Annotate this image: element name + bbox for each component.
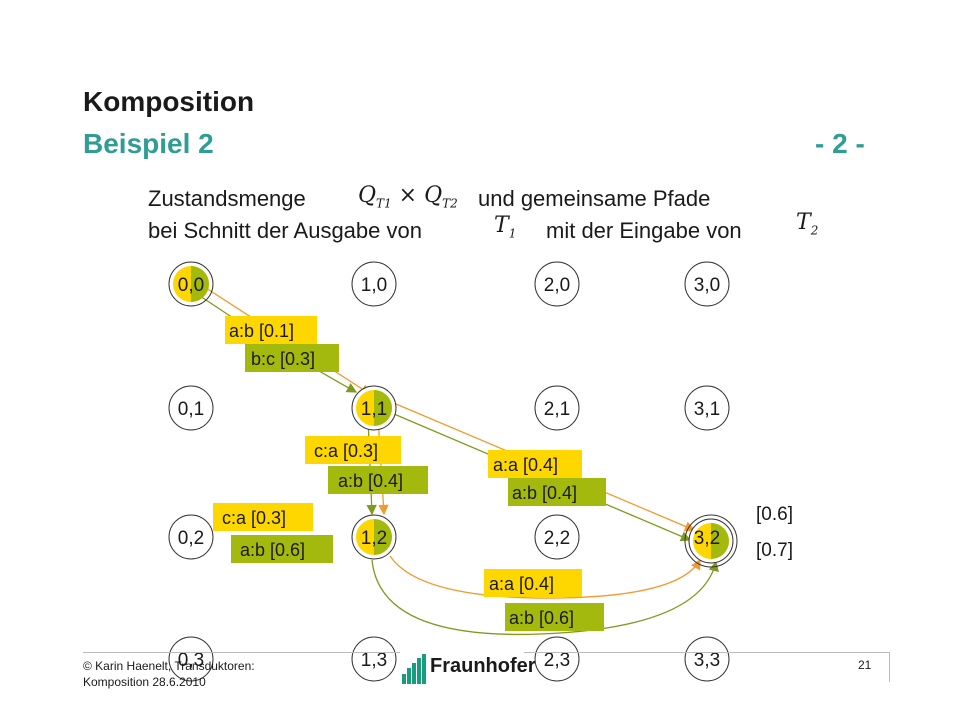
footer-line-1: © Karin Haenelt, Transduktoren: [83, 659, 255, 673]
state-2-3[interactable]: 2,3 [534, 636, 580, 682]
state-grid: 0,0 1,0 2,0 3,0 0,1 1,1 2,1 [168, 261, 738, 682]
svg-text:a:b [0.4]: a:b [0.4] [512, 483, 577, 503]
state-label: 1,1 [361, 399, 387, 420]
t2-formula: T2 [796, 210, 819, 238]
edge-label-00-11-yellow: a:b [0.1] [225, 316, 317, 344]
svg-text:a:b [0.6]: a:b [0.6] [240, 540, 305, 560]
edge-label-00-11-green: b:c [0.3] [245, 344, 339, 372]
slide-title: Komposition [83, 86, 255, 117]
svg-text:a:b [0.6]: a:b [0.6] [509, 608, 574, 628]
state-0-2[interactable]: 0,2 [168, 514, 214, 560]
state-3-0[interactable]: 3,0 [684, 261, 730, 307]
state-0-1[interactable]: 0,1 [168, 385, 214, 431]
state-1-1[interactable]: 1,1 [351, 385, 397, 431]
state-label: 0,0 [178, 275, 204, 296]
state-0-3[interactable]: 0,3 [168, 636, 214, 682]
state-label: 3,2 [694, 528, 720, 549]
state-2-0[interactable]: 2,0 [534, 261, 580, 307]
edge-label-11-32-yellow: a:a [0.4] [488, 450, 582, 478]
svg-text:a:b [0.1]: a:b [0.1] [229, 321, 294, 341]
state-2-1[interactable]: 2,1 [534, 385, 580, 431]
slide-number: 21 [858, 658, 872, 672]
line1-prefix: Zustandsmenge [148, 186, 306, 211]
page-marker: - 2 - [815, 128, 865, 159]
state-1-0[interactable]: 1,0 [351, 261, 397, 307]
state-label: 2,1 [544, 399, 570, 420]
edge-label-11-12-yellow: c:a [0.3] [305, 436, 401, 464]
fraunhofer-logo-icon [400, 650, 524, 686]
description-line-2-middle: mit der Eingabe von [546, 218, 742, 243]
edge-12-32-yellow [389, 555, 701, 599]
edge-label-12-32-green: a:b [0.6] [505, 603, 604, 631]
svg-text:a:a [0.4]: a:a [0.4] [489, 574, 554, 594]
edge-label-boxes: a:b [0.1] b:c [0.3] c:a [0.3] a:b [0.4] … [213, 316, 606, 631]
edge-label-11-32-green: a:b [0.4] [508, 478, 606, 506]
state-label: 0,3 [178, 650, 204, 671]
state-label: 3,3 [694, 650, 720, 671]
state-label: 1,2 [361, 528, 387, 549]
description-line-1: Zustandsmenge [148, 186, 306, 212]
state-1-2[interactable]: 1,2 [351, 514, 397, 560]
state-3-3[interactable]: 3,3 [684, 636, 730, 682]
description-line-1-suffix: und gemeinsame Pfade [478, 186, 711, 211]
edge-label-12-32-yellow: a:a [0.4] [484, 569, 582, 597]
state-label: 2,0 [544, 275, 570, 296]
state-label: 1,0 [361, 275, 387, 296]
final-weight-2: [0.7] [756, 540, 793, 561]
slide-subtitle: Beispiel 2 [83, 128, 214, 159]
footer-divider-right [889, 652, 890, 682]
state-label: 2,2 [544, 528, 570, 549]
t1-formula: T1 [494, 213, 517, 241]
edge-label-02-yellow: c:a [0.3] [213, 503, 313, 531]
svg-text:a:b [0.4]: a:b [0.4] [338, 471, 403, 491]
state-label: 0,1 [178, 399, 204, 420]
state-label: 2,3 [544, 650, 570, 671]
final-weight-1: [0.6] [756, 504, 793, 525]
svg-text:c:a [0.3]: c:a [0.3] [222, 508, 286, 528]
state-label: 3,1 [694, 399, 720, 420]
edge-12-32-green [371, 559, 719, 636]
state-0-0[interactable]: 0,0 [168, 261, 214, 307]
edge-label-02-green: a:b [0.6] [231, 535, 333, 563]
svg-text:b:c [0.3]: b:c [0.3] [251, 349, 315, 369]
footer-line-2: Komposition 28.6.2010 [83, 675, 206, 689]
state-3-2[interactable]: 3,2 [684, 514, 738, 568]
footer-credits: © Karin Haenelt, Transduktoren: Komposit… [83, 658, 255, 690]
state-2-2[interactable]: 2,2 [534, 514, 580, 560]
edge-label-11-12-green: a:b [0.4] [328, 466, 428, 494]
svg-text:a:a [0.4]: a:a [0.4] [493, 455, 558, 475]
state-label: 3,0 [694, 275, 720, 296]
state-product-formula: QT1 × QT2 [358, 183, 458, 211]
edge-11-12-yellow [377, 415, 389, 516]
description-line-2: bei Schnitt der Ausgabe von [148, 218, 422, 243]
logo-text: Fraunhofer [430, 655, 536, 677]
svg-text:c:a [0.3]: c:a [0.3] [314, 441, 378, 461]
state-1-3[interactable]: 1,3 [351, 636, 397, 682]
state-3-1[interactable]: 3,1 [684, 385, 730, 431]
state-label: 0,2 [178, 528, 204, 549]
state-label: 1,3 [361, 650, 387, 671]
